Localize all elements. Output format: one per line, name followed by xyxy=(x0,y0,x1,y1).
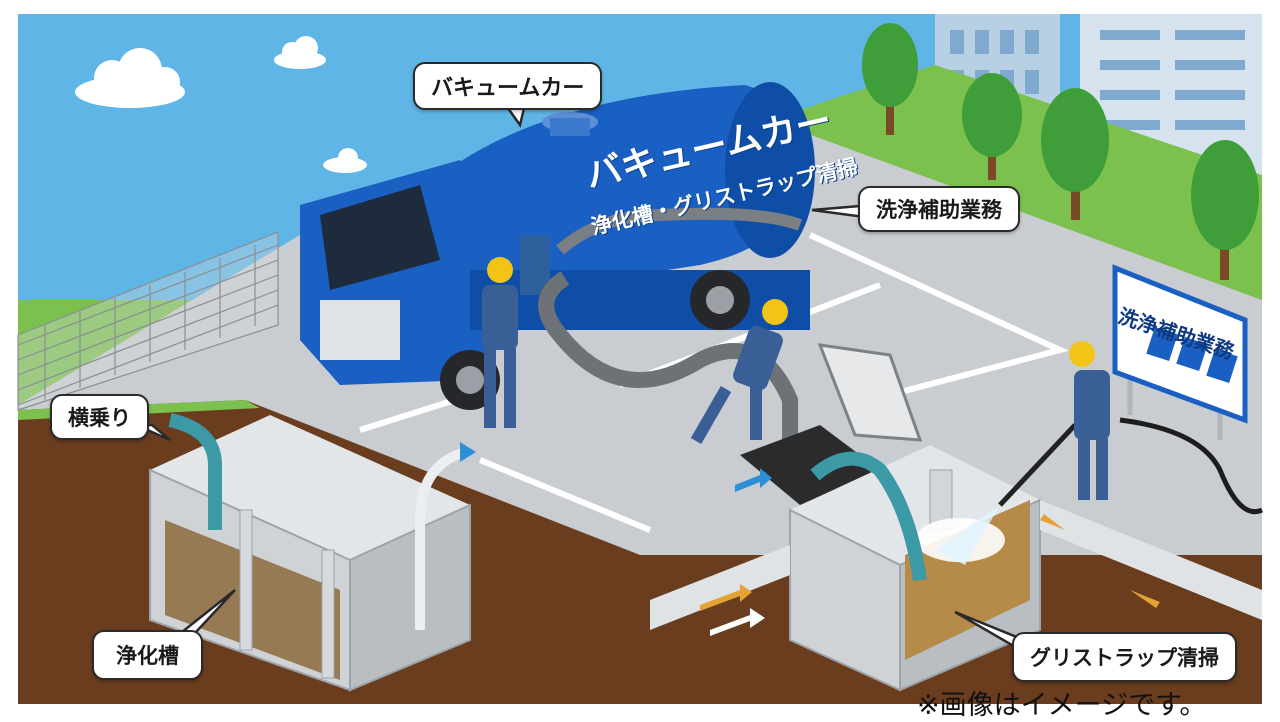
vacuum-truck xyxy=(300,82,815,410)
worker-icon xyxy=(690,299,788,444)
worker-icon xyxy=(482,257,518,428)
washing-support-label: 洗浄補助業務 xyxy=(858,186,1020,232)
grease-trap-cleaning-label: グリストラップ清掃 xyxy=(1012,632,1237,682)
vacuum-car-label: バキュームカー xyxy=(413,62,603,110)
cloud-icon xyxy=(75,36,367,173)
septic-tank-label: 浄化槽 xyxy=(92,630,203,680)
worker-icon xyxy=(1069,341,1110,500)
work-sign xyxy=(1112,264,1248,440)
chain-link-fence xyxy=(17,231,279,411)
tree-icon xyxy=(862,23,1259,280)
side-ride-label: 横乗り xyxy=(50,394,149,440)
image-disclaimer: ※画像はイメージです。 xyxy=(917,690,1207,721)
